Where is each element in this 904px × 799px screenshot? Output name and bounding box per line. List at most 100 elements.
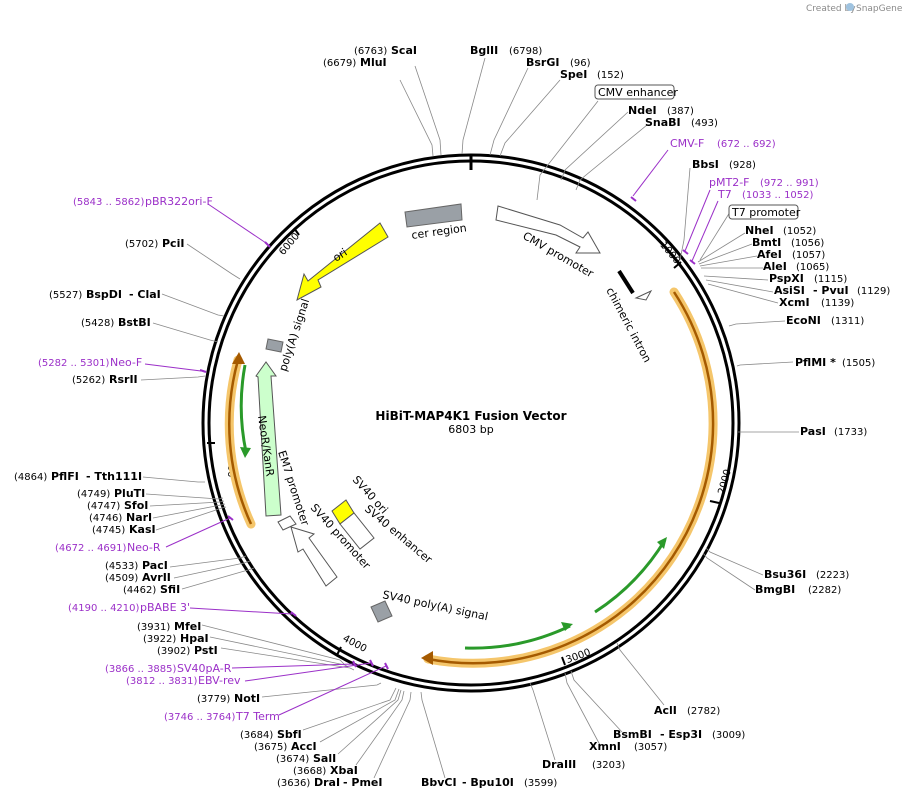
scale-ticks: 1000 2000 3000 4000 5000 6000	[207, 227, 734, 666]
cmv-enhancer-box	[594, 84, 675, 100]
site-pasi-name[interactable]: PasI	[800, 425, 826, 438]
primer-pbr322ori-f-name[interactable]: pBR322ori-F	[145, 195, 213, 208]
site-pvui-name[interactable]: - PvuI	[813, 284, 849, 297]
site-draiii-name[interactable]: DraIII	[542, 758, 576, 771]
site-bstbi-name[interactable]: BstBI	[118, 316, 151, 329]
site-acci-name[interactable]: AccI	[291, 740, 317, 753]
site-snabi-name[interactable]: SnaBI	[645, 116, 681, 129]
site-spei-name[interactable]: SpeI	[560, 68, 587, 81]
poly-a-signal-label: poly(A) signal	[276, 297, 312, 373]
primer-mark-ebv-rev	[369, 659, 374, 667]
site-sali-name[interactable]: SalI	[313, 752, 336, 765]
leader-nhei	[697, 232, 746, 263]
orf-arc-left-arrowhead	[232, 352, 245, 364]
site-bpu10i-name[interactable]: - Bpu10I	[462, 776, 514, 789]
leader-bspdi	[161, 293, 225, 317]
site-pflmi-name[interactable]: PflMI *	[795, 356, 836, 369]
site-scai-name[interactable]: ScaI	[391, 44, 417, 57]
site-mfei-name[interactable]: MfeI	[174, 620, 201, 633]
site-bsmbi-name[interactable]: BsmBI	[613, 728, 652, 741]
site-sfii-name[interactable]: SfiI	[160, 583, 180, 596]
site-sali-pos: (3674)	[276, 754, 309, 765]
site-avrii-pos: (4509)	[105, 573, 138, 584]
site-sfoi-name[interactable]: SfoI	[124, 499, 148, 512]
primer-cmv-f-name[interactable]: CMV-F	[670, 137, 704, 150]
site-bglii-name[interactable]: BglII	[470, 44, 498, 57]
site-rsrii-name[interactable]: RsrII	[109, 373, 138, 386]
site-bsu36i-name[interactable]: Bsu36I	[764, 568, 806, 581]
primer-t7-name[interactable]: T7	[717, 188, 732, 201]
site-paci-pos: (4533)	[105, 561, 138, 572]
leader-bmgbi	[702, 552, 756, 591]
site-pcii-name[interactable]: PciI	[162, 237, 184, 250]
credit-created-by: Created by	[806, 4, 856, 14]
site-sfii-pos: (4462)	[123, 585, 156, 596]
poly-a-signal-feature	[265, 338, 284, 353]
site-bspdi-name[interactable]: BspDI	[86, 288, 122, 301]
primer-neo-r-name[interactable]: Neo-R	[127, 541, 161, 554]
primer-cmv-f-pos: (672 .. 692)	[717, 139, 776, 150]
site-asisi-name[interactable]: AsiSI	[774, 284, 805, 297]
site-psti-pos: (3902)	[157, 646, 190, 657]
site-xbai-name[interactable]: XbaI	[330, 764, 358, 777]
site-esp3i-name[interactable]: - Esp3I	[660, 728, 702, 741]
primer-neo-f-pos: (5282 .. 5301)	[38, 358, 110, 369]
cmv-enhancer-label[interactable]: CMV enhancer	[598, 86, 678, 99]
site-econi-name[interactable]: EcoNI	[786, 314, 821, 327]
map-title: HiBiT-MAP4K1 Fusion Vector	[375, 409, 566, 423]
leader-snabi	[575, 124, 648, 191]
primer-ebv-rev-name[interactable]: EBV-rev	[198, 674, 241, 687]
site-tth111i-name[interactable]: - Tth111I	[86, 470, 142, 483]
site-ndei-name[interactable]: NdeI	[628, 104, 657, 117]
site-bmgbi-name[interactable]: BmgBI	[755, 583, 795, 596]
leader-mlui	[399, 79, 434, 157]
site-kasi-name[interactable]: KasI	[129, 523, 156, 536]
site-psti-name[interactable]: PstI	[194, 644, 218, 657]
site-paci-name[interactable]: PacI	[142, 559, 168, 572]
site-avrii-name[interactable]: AvrII	[142, 571, 171, 584]
primer-leader-lines	[144, 149, 719, 716]
site-bmti-pos: (1056)	[791, 238, 824, 249]
site-bsrgi-name[interactable]: BsrGI	[526, 56, 559, 69]
site-sbfi-name[interactable]: SbfI	[277, 728, 302, 741]
site-drai-name[interactable]: DraI	[314, 776, 340, 789]
leader-ndei	[560, 111, 629, 181]
primer-leader-t7	[691, 200, 719, 262]
leader-pflmi	[736, 361, 794, 367]
primer-mark-neo-f	[199, 369, 207, 373]
site-bbvci-name[interactable]: BbvCI	[421, 776, 457, 789]
primer-pbabe3-name[interactable]: pBABE 3'	[140, 601, 190, 614]
site-draiii-pos: (3203)	[592, 760, 625, 771]
leader-scai	[414, 65, 442, 156]
site-leader-lines	[140, 57, 799, 779]
primer-pmt2-f-name[interactable]: pMT2-F	[709, 176, 750, 189]
site-bmti-name[interactable]: BmtI	[752, 236, 781, 249]
site-bbsi-name[interactable]: BbsI	[692, 158, 719, 171]
leader-econi	[728, 320, 786, 327]
site-noti-name[interactable]: NotI	[234, 692, 260, 705]
leader-bbvci	[420, 691, 446, 779]
site-pluti-name[interactable]: PluTI	[114, 487, 145, 500]
site-pflfi-name[interactable]: PflFI	[51, 470, 79, 483]
site-acli-name[interactable]: AclI	[654, 704, 677, 717]
site-mlui-name[interactable]: MluI	[360, 56, 387, 69]
primer-sv40pa-r-name[interactable]: SV40pA-R	[177, 662, 232, 675]
t7-promoter-label[interactable]: T7 promoter	[731, 206, 801, 219]
site-pluti-pos: (4749)	[77, 489, 110, 500]
site-alei-name[interactable]: AleI	[763, 260, 787, 273]
site-clai-name[interactable]: - ClaI	[129, 288, 161, 301]
site-nhei-name[interactable]: NheI	[745, 224, 774, 237]
leader-rsrii	[140, 375, 206, 381]
primer-t7-term-name[interactable]: T7 Term	[235, 710, 280, 723]
site-xcmi-name[interactable]: XcmI	[779, 296, 810, 309]
sv40-enhancer-label: SV40 enhancer	[362, 502, 435, 566]
primer-neo-f-name[interactable]: Neo-F	[110, 356, 142, 369]
site-nari-name[interactable]: NarI	[126, 511, 152, 524]
site-pmei-name[interactable]: - PmeI	[343, 776, 382, 789]
primer-leader-neo-f	[144, 363, 202, 372]
site-afei-name[interactable]: AfeI	[757, 248, 782, 261]
site-xmni-name[interactable]: XmnI	[589, 740, 621, 753]
site-hpai-name[interactable]: HpaI	[180, 632, 209, 645]
site-pspxi-name[interactable]: PspXI	[769, 272, 804, 285]
